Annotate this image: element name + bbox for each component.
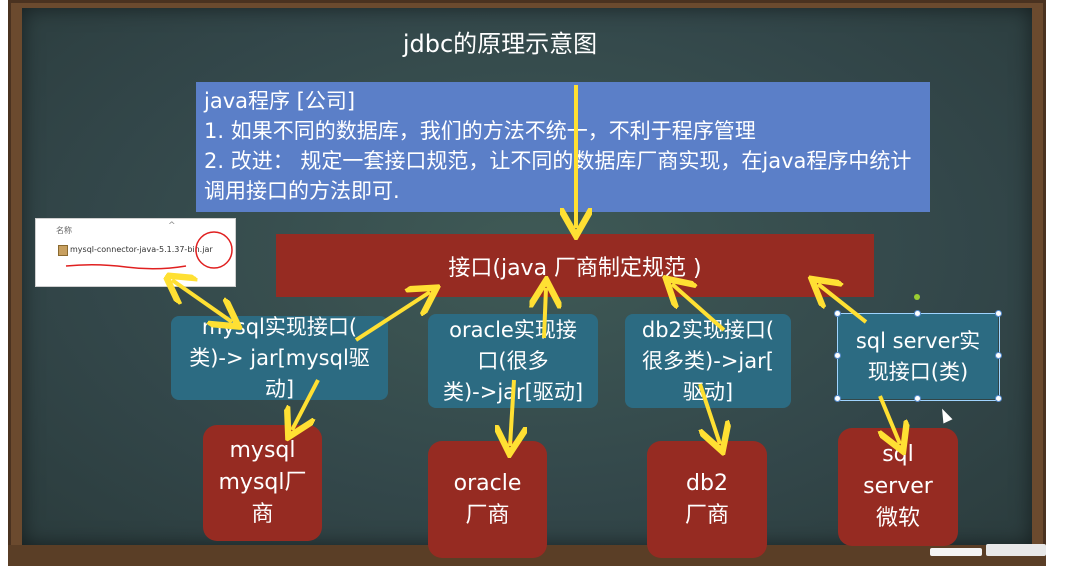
vendor-line: db2 — [685, 468, 729, 500]
impl-line: 类)-> jar[mysql驱 — [189, 343, 370, 374]
oracle-vendor-box[interactable]: oracle 厂商 — [428, 441, 547, 558]
diagram-title: jdbc的原理示意图 — [360, 24, 640, 59]
sqlserver-vendor-box[interactable]: sql server 微软 — [838, 428, 958, 546]
jdbc-interface-box[interactable]: 接口(java 厂商制定规范 ) — [276, 234, 874, 297]
vendor-line: mysql厂 — [219, 467, 307, 499]
mysql-impl-box[interactable]: mysql实现接口( 类)-> jar[mysql驱 动] — [171, 316, 388, 400]
jar-file-screenshot: 名称 ^ mysql-connector-java-5.1.37-bin.jar — [35, 218, 236, 287]
vendor-line: oracle — [454, 468, 522, 500]
chalk-piece — [930, 548, 982, 556]
resize-handle[interactable] — [914, 395, 921, 402]
red-annotation-scribble — [36, 219, 235, 286]
impl-line: 驱动] — [642, 377, 774, 408]
vendor-line: sql — [863, 439, 933, 471]
resize-handle[interactable] — [834, 352, 841, 359]
vendor-line: 商 — [219, 499, 307, 531]
intro-line-2: 1. 如果不同的数据库，我们的方法不统一，不利于程序管理 — [204, 116, 922, 146]
db2-impl-box[interactable]: db2实现接口( 很多类)->jar[ 驱动] — [625, 314, 791, 408]
vendor-line: server — [863, 471, 933, 503]
impl-line: 类)->jar[驱动] — [443, 377, 583, 408]
resize-handle[interactable] — [834, 310, 841, 317]
selection-frame — [837, 313, 1000, 401]
vendor-line: 微软 — [863, 503, 933, 535]
resize-handle[interactable] — [995, 310, 1002, 317]
java-program-box[interactable]: java程序 [公司] 1. 如果不同的数据库，我们的方法不统一，不利于程序管理… — [196, 82, 930, 212]
intro-line-1: java程序 [公司] — [204, 86, 922, 116]
oracle-impl-box[interactable]: oracle实现接 口(很多 类)->jar[驱动] — [428, 314, 598, 408]
db2-vendor-box[interactable]: db2 厂商 — [647, 441, 767, 558]
resize-handle[interactable] — [834, 395, 841, 402]
resize-handle[interactable] — [995, 352, 1002, 359]
vendor-line: 厂商 — [685, 500, 729, 532]
impl-line: 很多类)->jar[ — [642, 346, 774, 377]
vendor-line: 厂商 — [454, 500, 522, 532]
impl-line: db2实现接口( — [642, 315, 774, 346]
eraser — [986, 544, 1046, 556]
impl-line: 动] — [189, 374, 370, 405]
resize-handle[interactable] — [914, 310, 921, 317]
impl-line: mysql实现接口( — [189, 312, 370, 343]
impl-line: 口(很多 — [443, 346, 583, 377]
vendor-line: mysql — [219, 435, 307, 467]
rotate-handle[interactable] — [914, 294, 920, 300]
intro-line-3: 2. 改进： 规定一套接口规范，让不同的数据库厂商实现，在java程序中统计调用… — [204, 146, 922, 206]
impl-line: oracle实现接 — [443, 315, 583, 346]
mysql-vendor-box[interactable]: mysql mysql厂 商 — [203, 425, 322, 541]
resize-handle[interactable] — [995, 395, 1002, 402]
